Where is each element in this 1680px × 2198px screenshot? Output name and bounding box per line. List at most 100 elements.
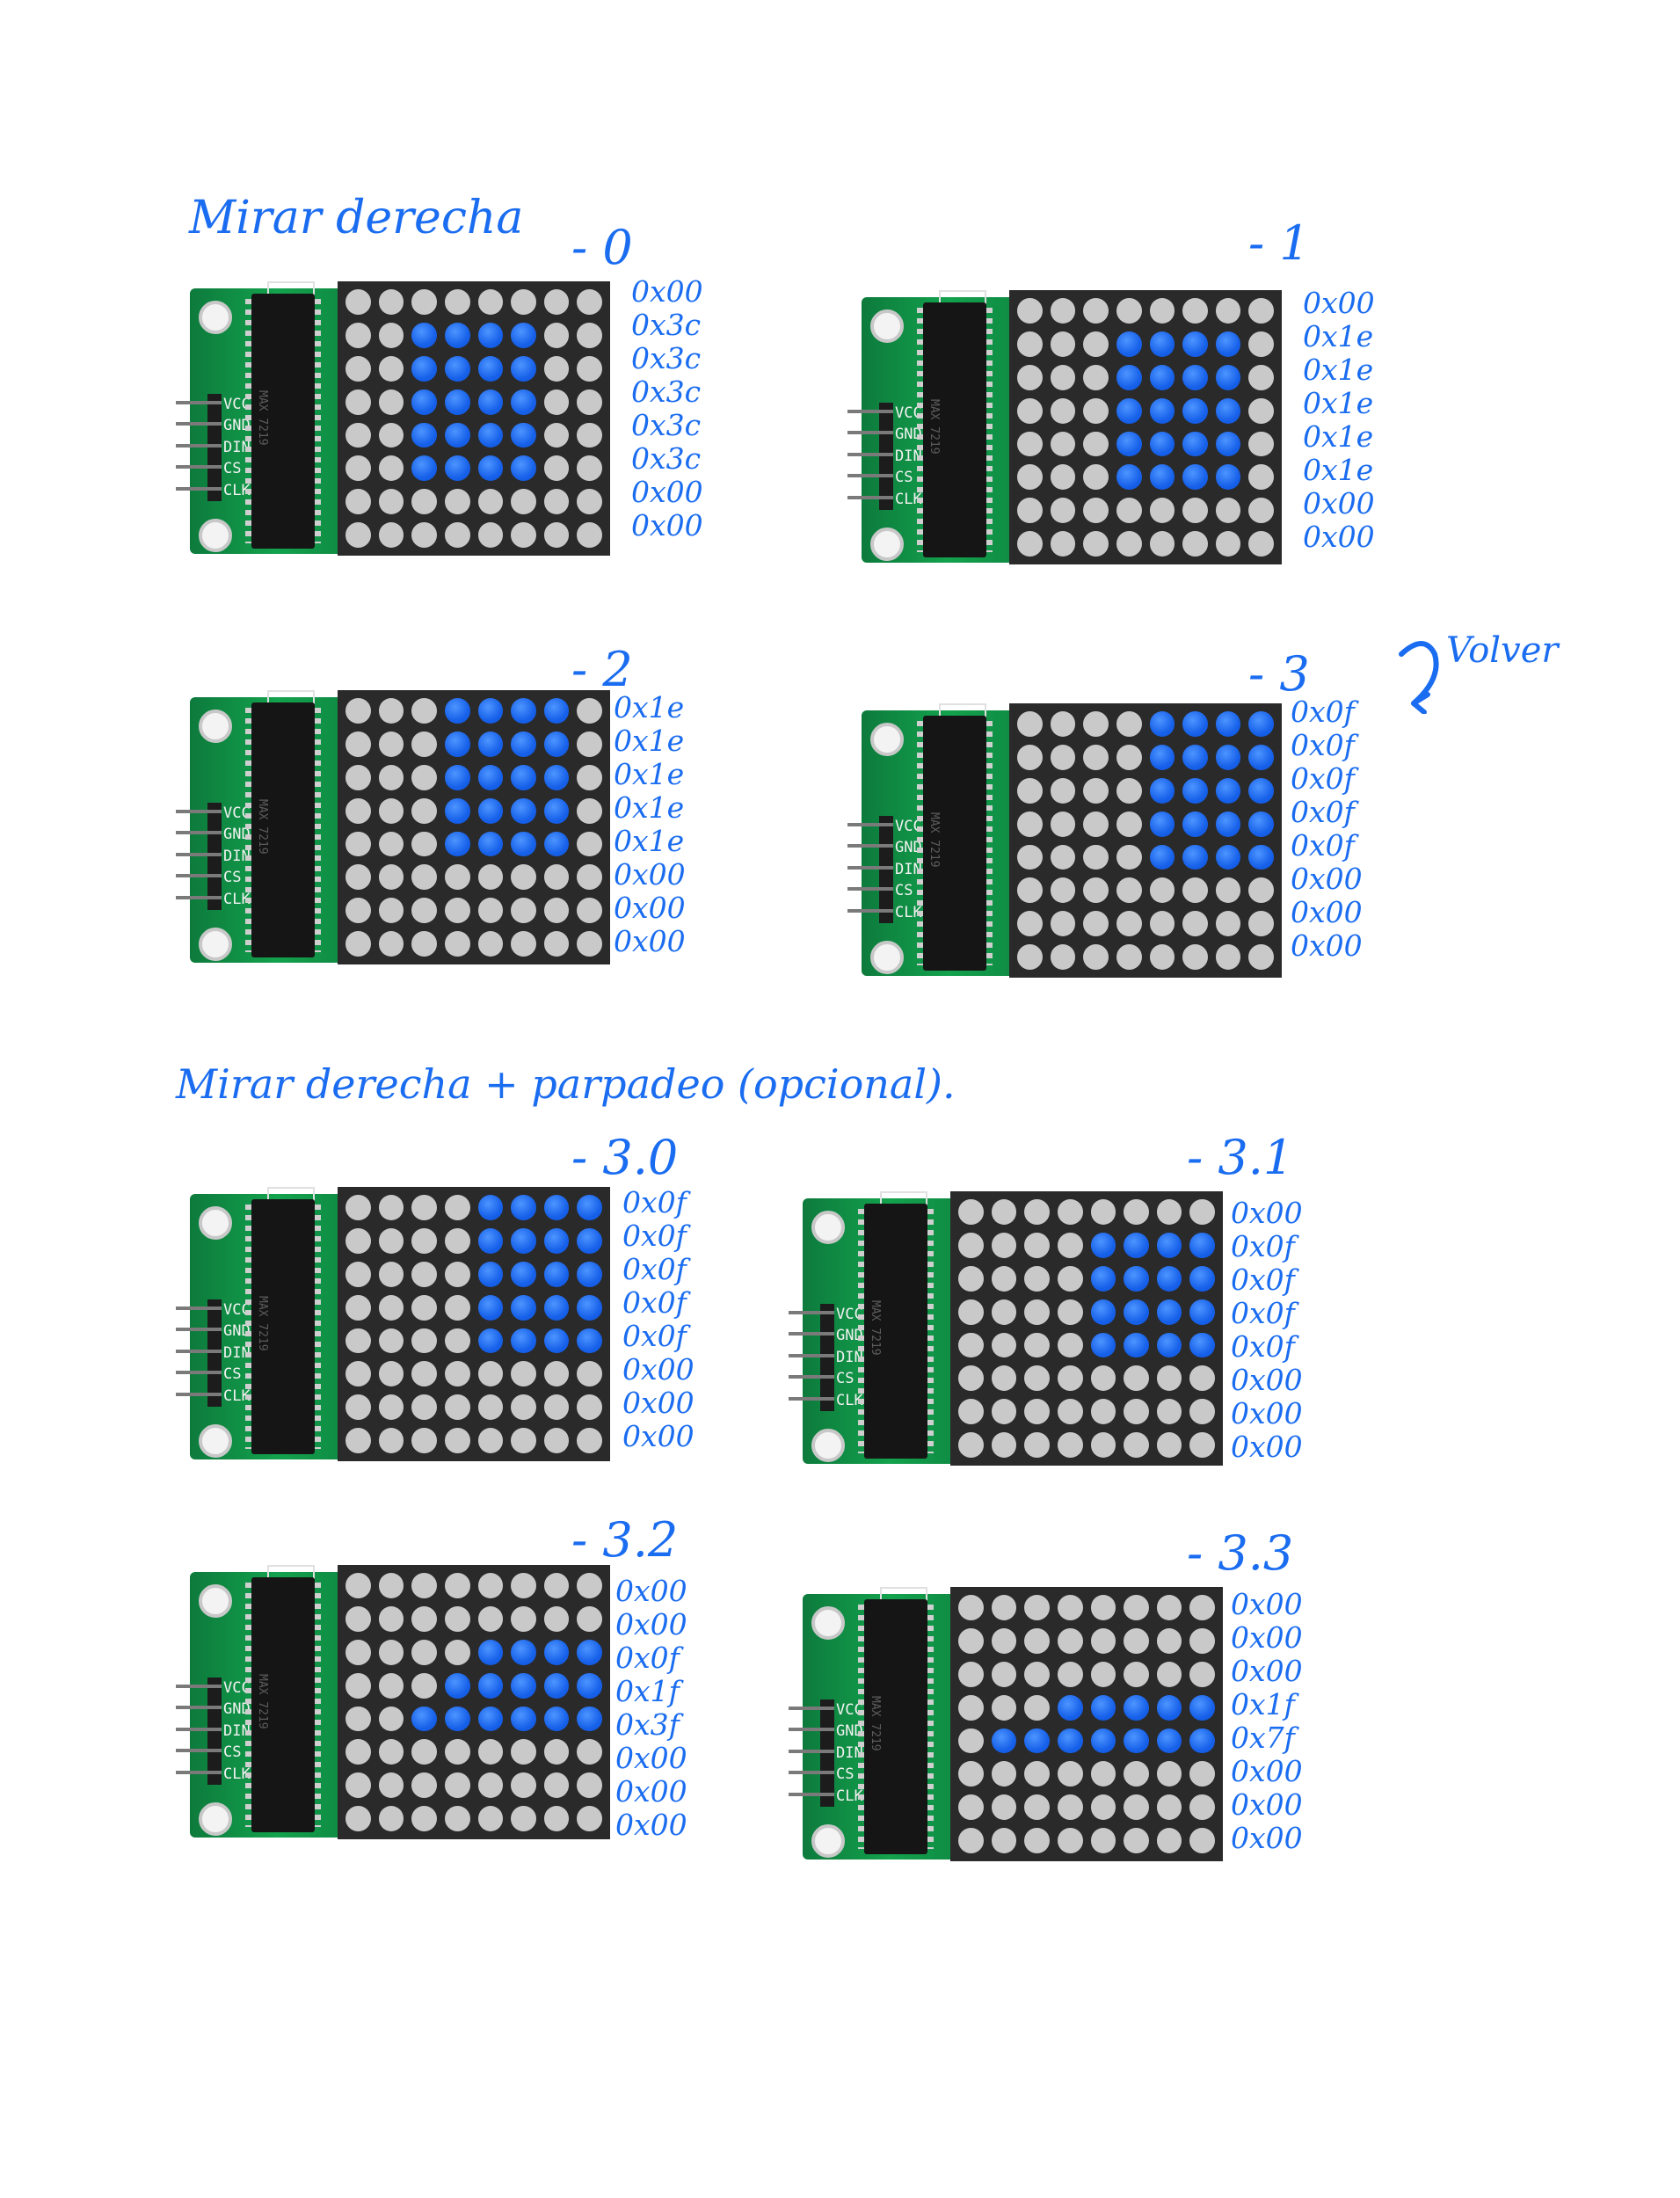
led-off: [992, 1695, 1017, 1721]
led-on: [478, 1640, 504, 1665]
led-off: [1189, 1595, 1215, 1620]
hex-value: 0x1e: [1303, 353, 1373, 387]
led-off: [992, 1365, 1017, 1391]
led-off: [1058, 1399, 1083, 1424]
led-off: [1083, 745, 1109, 770]
led-matrix-8x8: [1009, 290, 1282, 564]
led-off: [1182, 944, 1208, 970]
led-off: [345, 1394, 371, 1420]
led-on: [1182, 398, 1208, 424]
led-on: [511, 1707, 536, 1732]
chip-marking: MAX 7219: [869, 1696, 882, 1751]
led-off: [411, 765, 437, 790]
led-off: [1157, 1828, 1182, 1853]
hex-value: 0x1f: [615, 1674, 680, 1708]
led-on: [511, 1640, 536, 1665]
led-off: [1216, 531, 1241, 557]
mounting-hole: [199, 1424, 232, 1458]
led-off: [478, 864, 504, 890]
led-off: [1017, 298, 1043, 324]
led-off: [511, 522, 536, 548]
mounting-hole: [811, 1429, 845, 1462]
led-on: [445, 1707, 470, 1732]
led-on: [511, 731, 536, 757]
led-off: [1051, 778, 1076, 804]
led-off: [1083, 911, 1109, 936]
led-off: [411, 1606, 437, 1632]
led-on: [1189, 1266, 1215, 1292]
led-off: [478, 1428, 504, 1453]
led-off: [577, 931, 602, 957]
frame-label: - 3.0: [571, 1134, 678, 1182]
led-off: [411, 1739, 437, 1765]
chip-marking: MAX 7219: [256, 390, 269, 446]
led-on: [478, 1707, 504, 1732]
led-off: [577, 1428, 602, 1453]
led-off: [1116, 877, 1142, 903]
led-off: [1189, 1365, 1215, 1391]
led-off: [411, 1573, 437, 1598]
led-off: [1058, 1662, 1083, 1687]
header-pin: [176, 1706, 222, 1709]
driver-chip: MAX 7219: [251, 1199, 315, 1454]
led-off: [544, 1772, 570, 1798]
led-on: [577, 1262, 602, 1287]
mounting-hole: [199, 1802, 232, 1836]
led-on: [445, 832, 470, 857]
led-off: [544, 423, 570, 448]
chip-marking: MAX 7219: [256, 799, 269, 855]
led-on: [411, 323, 437, 348]
led-off: [411, 289, 437, 315]
led-off: [544, 489, 570, 514]
led-off: [1051, 531, 1076, 557]
hex-value: 0x00: [1303, 486, 1375, 520]
hex-value: 0x1e: [614, 757, 684, 791]
led-off: [1157, 1399, 1182, 1424]
led-on: [544, 798, 570, 824]
led-off: [379, 1361, 404, 1386]
led-off: [958, 1828, 984, 1853]
led-on: [478, 323, 504, 348]
led-off: [544, 864, 570, 890]
mounting-hole: [811, 1606, 845, 1640]
led-off: [1058, 1299, 1083, 1325]
led-on: [544, 1228, 570, 1254]
led-off: [379, 798, 404, 824]
header-pin: [789, 1311, 834, 1314]
hex-value: 0x0f: [622, 1185, 687, 1219]
mounting-hole: [811, 1824, 845, 1858]
led-off: [1150, 531, 1175, 557]
led-off: [1248, 398, 1274, 424]
led-off: [958, 1365, 984, 1391]
led-off: [1248, 911, 1274, 936]
led-off: [478, 1394, 504, 1420]
led-off: [478, 1772, 504, 1798]
led-off: [1124, 1595, 1149, 1620]
led-on: [544, 1673, 570, 1699]
led-off: [379, 898, 404, 923]
led-off: [577, 522, 602, 548]
led-off: [577, 423, 602, 448]
led-off: [379, 489, 404, 514]
led-off: [445, 1262, 470, 1287]
led-on: [1248, 745, 1274, 770]
hex-value: 0x7f: [1231, 1721, 1295, 1755]
led-off: [511, 898, 536, 923]
led-off: [1083, 464, 1109, 490]
led-off: [379, 1606, 404, 1632]
led-off: [1024, 1365, 1050, 1391]
led-off: [544, 289, 570, 315]
led-off: [1116, 944, 1142, 970]
led-on: [478, 765, 504, 790]
led-off: [345, 1573, 371, 1598]
led-off: [345, 423, 371, 448]
led-off: [577, 731, 602, 757]
led-off: [1083, 365, 1109, 390]
led-off: [577, 389, 602, 415]
led-off: [1116, 711, 1142, 737]
hex-value: 0x00: [615, 1808, 687, 1842]
led-off: [1017, 331, 1043, 357]
led-on: [1124, 1333, 1149, 1358]
led-off: [1083, 432, 1109, 457]
led-off: [544, 1361, 570, 1386]
